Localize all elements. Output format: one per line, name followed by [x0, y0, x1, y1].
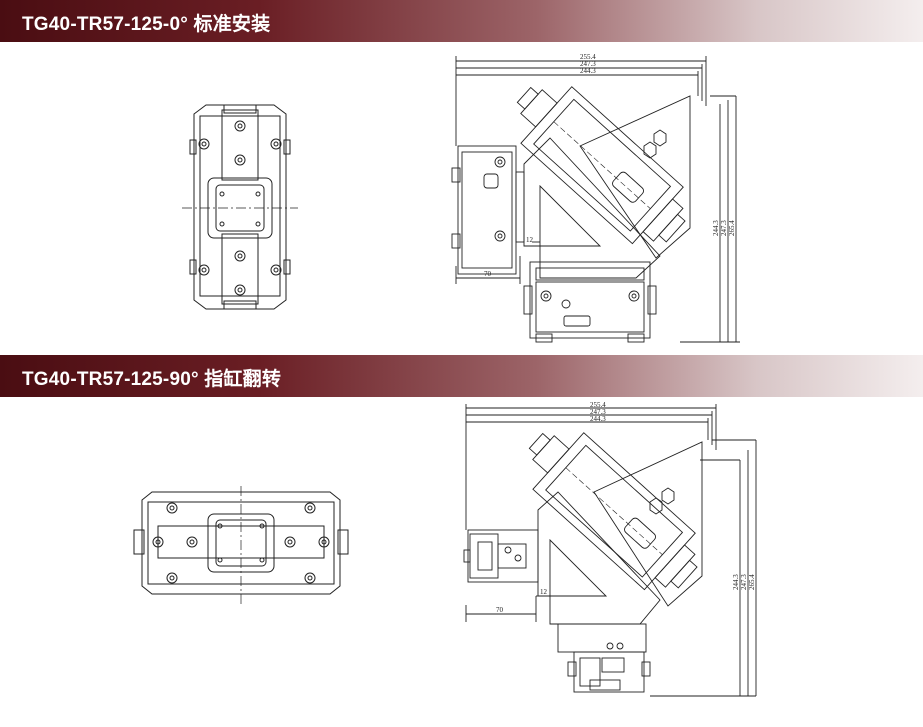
dim-70: 70 — [484, 270, 492, 278]
section-banner-standard: TG40-TR57-125-0° 标准安装 — [0, 0, 923, 42]
section-banner-flipped: TG40-TR57-125-90° 指缸翻转 — [0, 355, 923, 397]
dim-244-3: 244.3 — [590, 415, 606, 423]
side-view-standard: 255.4 247.3 244.3 244.3 247.3 265.4 70 1… — [451, 53, 740, 343]
side-view-flipped: 255.4 247.3 244.3 244.3 247.3 265.4 70 1… — [463, 401, 757, 697]
dim-height-244-3: 244.3 — [732, 574, 740, 590]
dim-244-3: 244.3 — [580, 67, 596, 75]
section-title: TG40-TR57-125-90° 指缸翻转 — [22, 369, 282, 390]
section-title: TG40-TR57-125-0° 标准安装 — [22, 14, 271, 35]
dim-70: 70 — [496, 606, 504, 614]
top-view-flipped — [133, 486, 349, 606]
dim-12: 12 — [526, 236, 534, 244]
dim-height-247-3: 247.3 — [720, 220, 728, 236]
dim-255-4: 255.4 — [590, 401, 606, 409]
dim-247-3: 247.3 — [580, 60, 596, 68]
top-view-standard — [182, 104, 298, 310]
dim-12: 12 — [540, 588, 548, 596]
dim-height-247-3: 247.3 — [740, 574, 748, 590]
dim-247-3: 247.3 — [590, 408, 606, 416]
dim-255-4: 255.4 — [580, 53, 596, 61]
dim-height-244-3: 244.3 — [712, 220, 720, 236]
dim-height-265-4: 265.4 — [728, 220, 736, 236]
dim-height-265-4: 265.4 — [748, 574, 756, 590]
